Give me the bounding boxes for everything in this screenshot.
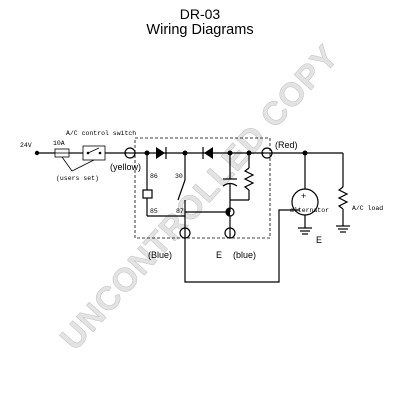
relay-30-label: 30: [175, 173, 183, 180]
yellow-terminal: (yellow): [110, 147, 141, 172]
diode-2-triangle: [204, 147, 213, 159]
alternator-label: alternator: [290, 207, 329, 214]
battery-input: 24V: [20, 142, 55, 156]
diode-2: [202, 147, 213, 159]
relay: 86 30 85 87: [142, 153, 186, 228]
relay-87-label: 87: [176, 208, 184, 215]
ac-load: A/C load: [336, 153, 383, 233]
ac-load-zigzag: [337, 186, 349, 210]
resistor-zigzag: [243, 167, 255, 191]
users-set-leader-switch: [71, 159, 95, 172]
red-label: (Red): [275, 140, 298, 150]
fuse: 10A: [53, 140, 83, 158]
users-set-label: (users set): [56, 175, 99, 182]
blue-wire-to-alternator: [184, 209, 300, 283]
switch-box: [82, 145, 106, 161]
diagram-subtitle: Wiring Diagrams: [146, 22, 254, 38]
switch-blade: [87, 147, 100, 154]
capacitor: [222, 153, 238, 212]
driver-element: [185, 207, 235, 228]
driver-half-fill: [226, 208, 230, 216]
switch-contact-b: [98, 151, 102, 155]
resistor: [230, 153, 255, 201]
blue-left-label: (Blue): [148, 250, 172, 260]
relay-85-label: 85: [150, 208, 158, 215]
capacitor-plate-bottom: [222, 182, 238, 187]
relay-coil: [142, 189, 153, 199]
yellow-label: (yellow): [110, 162, 141, 172]
diode-1: [156, 147, 167, 159]
fuse-rating-label: 10A: [53, 140, 65, 147]
ground-terminal-middle: E (blue): [216, 227, 256, 260]
switch-label: A/C control switch: [66, 130, 136, 137]
ground-e-right-label: E: [316, 235, 322, 245]
ac-load-label: A/C load: [352, 205, 383, 212]
users-set-leader-fuse: [61, 156, 73, 172]
relay-contact-arm: [177, 179, 186, 201]
relay-86-label: 86: [150, 173, 158, 180]
ground-e-mid-label: E: [216, 250, 222, 260]
alternator: + alternator E: [290, 153, 329, 245]
diode-1-triangle: [156, 147, 165, 159]
controller-module-outline: [134, 137, 271, 239]
alternator-plus: +: [301, 191, 306, 201]
users-set-note: (users set): [56, 156, 99, 182]
battery-voltage-label: 24V: [20, 142, 32, 149]
diagram-title: DR-03: [179, 6, 221, 22]
blue-right-label: (blue): [233, 250, 256, 260]
